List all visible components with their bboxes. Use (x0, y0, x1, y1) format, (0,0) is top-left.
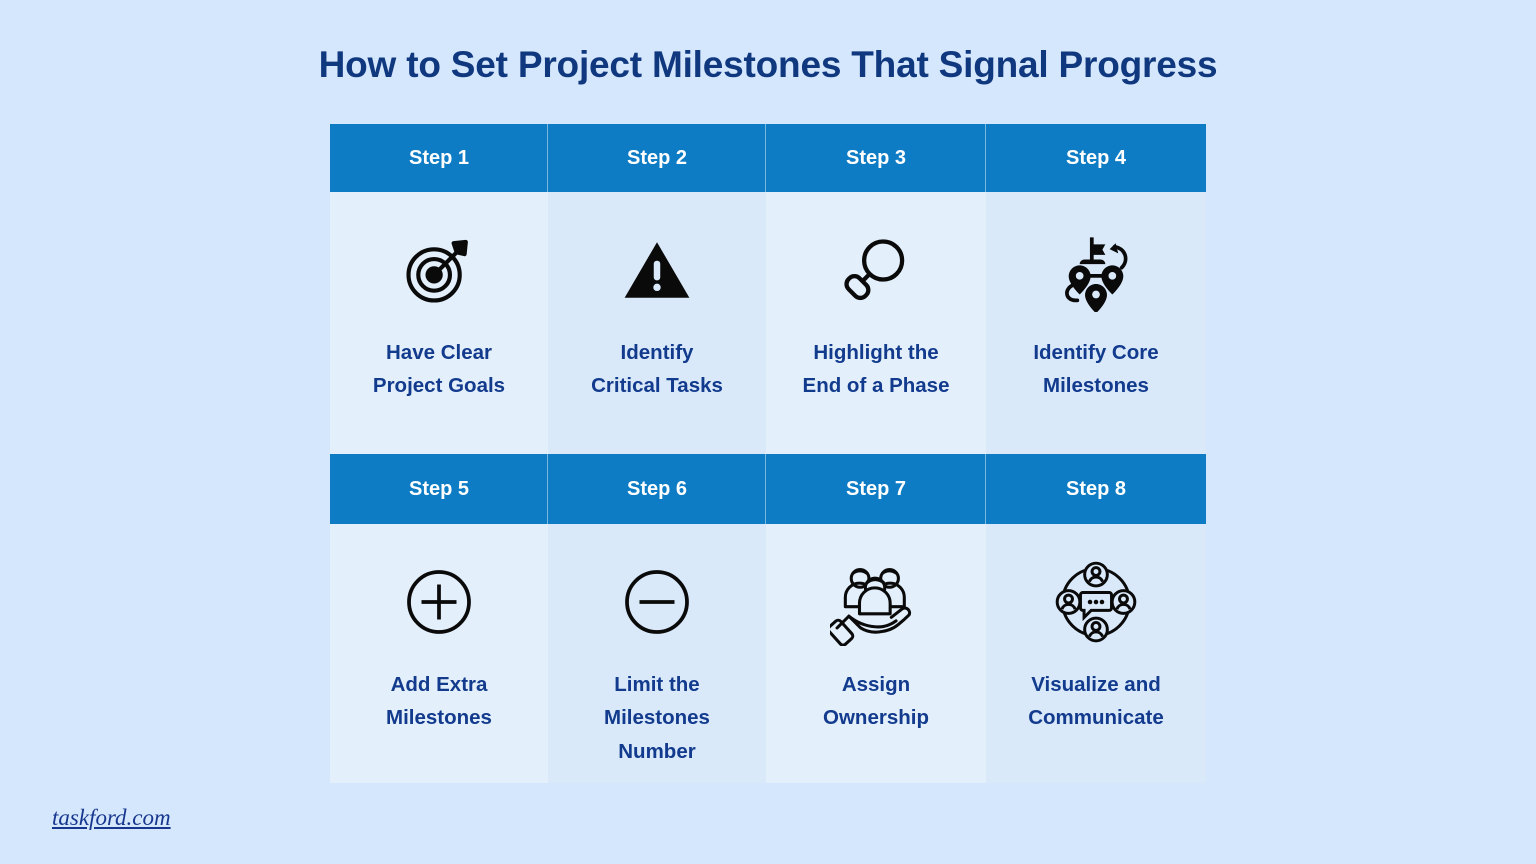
step-header-2: Step 2 (548, 124, 766, 192)
plus-circle-icon (384, 554, 494, 650)
minus-circle-icon (602, 554, 712, 650)
route-pins-flag-icon (1041, 222, 1151, 318)
step-header-6: Step 6 (548, 454, 766, 524)
footer-website-link[interactable]: taskford.com (52, 805, 171, 830)
magnifier-icon (821, 222, 931, 318)
step-cell-7: Assign Ownership (766, 524, 986, 783)
step-label-5: Add Extra Milestones (386, 673, 492, 730)
step-cell-1: Have Clear Project Goals (330, 192, 548, 454)
step-header-4: Step 4 (986, 124, 1206, 192)
step-label-7: Assign Ownership (823, 673, 929, 730)
step-label-2: Identify Critical Tasks (591, 341, 723, 398)
hand-team-icon (821, 554, 931, 650)
step-label-4: Identify Core Milestones (1033, 341, 1159, 398)
step-header-5: Step 5 (330, 454, 548, 524)
step-cell-6: Limit the Milestones Number (548, 524, 766, 783)
step-label-1: Have Clear Project Goals (372, 341, 506, 398)
step-cell-3: Highlight the End of a Phase (766, 192, 986, 454)
step-header-1: Step 1 (330, 124, 548, 192)
step-cell-8: Visualize and Communicate (986, 524, 1206, 783)
users-chat-network-icon (1041, 554, 1151, 650)
step-header-8: Step 8 (986, 454, 1206, 524)
step-cell-2: Identify Critical Tasks (548, 192, 766, 454)
step-label-3: Highlight the End of a Phase (802, 341, 950, 398)
step-header-3: Step 3 (766, 124, 986, 192)
page-title: How to Set Project Milestones That Signa… (318, 44, 1218, 85)
step-cell-5: Add Extra Milestones (330, 524, 548, 783)
steps-grid: Step 1 Step 2 Step 3 Step 4 Have Clear P… (330, 124, 1206, 783)
warning-triangle-icon (602, 222, 712, 318)
step-label-6: Limit the Milestones Number (604, 673, 710, 763)
target-arrow-icon (384, 222, 494, 318)
step-label-8: Visualize and Communicate (1028, 673, 1164, 730)
step-cell-4: Identify Core Milestones (986, 192, 1206, 454)
step-header-7: Step 7 (766, 454, 986, 524)
